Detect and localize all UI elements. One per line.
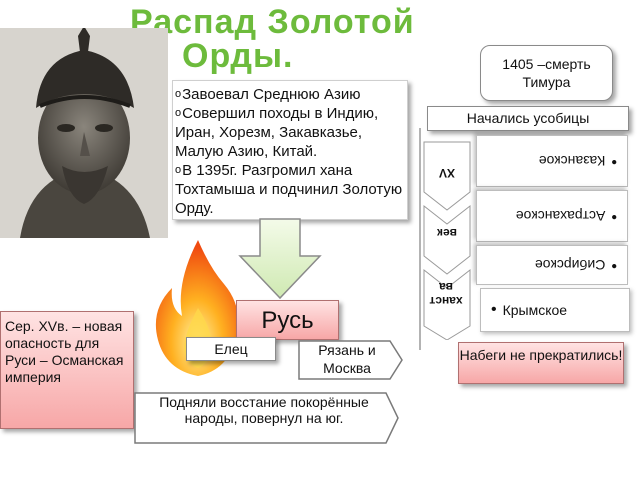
ryazan-arrow-icon: [298, 340, 403, 380]
conquest-item: oЗавоевал Среднюю Азию: [175, 86, 361, 103]
uprising-arrow-icon: [134, 392, 399, 444]
connector-lines: [419, 128, 421, 350]
century-label-khanstva: ханст ва: [429, 280, 463, 308]
ryazan-moscow-label: Рязань и Москва: [318, 342, 376, 376]
bullet-icon: •: [611, 208, 617, 225]
timur-death-box: 1405 –смерть Тимура: [480, 45, 613, 101]
yelets-box: Елец: [186, 337, 276, 361]
ottoman-box: Сер. XVв. – новая опасность для Руси – О…: [0, 311, 134, 429]
conquest-item: oВ 1395г. Разгромил хана Тохтамыша и под…: [175, 162, 403, 217]
conquests-box: oЗавоевал Среднюю Азию oСовершил походы …: [172, 80, 408, 220]
century-label-vek: век: [437, 226, 457, 240]
strife-box: Начались усобицы: [427, 106, 629, 131]
title-line-1: Распад Золотой: [130, 3, 415, 41]
timur-portrait: [0, 28, 168, 238]
bullet-o-icon: o: [175, 88, 182, 100]
timur-portrait-icon: [0, 28, 168, 238]
khanate-astrakhan: •Астраханское: [476, 190, 628, 242]
uprising-label: Подняли восстание покорённые народы, пов…: [159, 394, 369, 426]
khanate-kazan: •Казанское: [476, 135, 628, 187]
bullet-icon: •: [491, 301, 497, 318]
century-label-xv: XV: [439, 166, 456, 180]
rus-label: Русь: [236, 300, 339, 340]
bullet-o-icon: o: [175, 107, 182, 119]
khanate-siberia: •Сибирское: [476, 245, 628, 285]
bullet-icon: •: [611, 257, 617, 274]
down-arrow-icon: [238, 218, 322, 300]
century-chevrons: [423, 141, 471, 340]
bullet-icon: •: [611, 153, 617, 170]
slide-title: Распад Золотой Орды.: [100, 2, 520, 76]
conquest-item: oСовершил походы в Индию, Иран, Хорезм, …: [175, 105, 379, 160]
khanate-crimea: •Крымское: [480, 288, 630, 332]
raids-box: Набеги не прекратились!: [458, 342, 624, 384]
bullet-o-icon: o: [175, 164, 182, 176]
title-line-2: Орды.: [182, 37, 294, 75]
